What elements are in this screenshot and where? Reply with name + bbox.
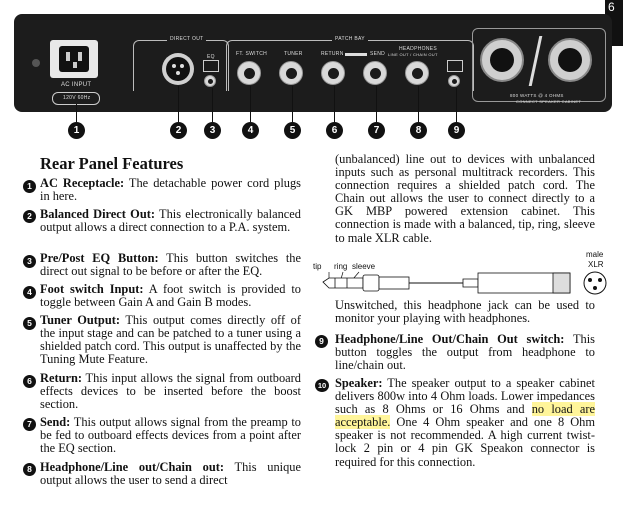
feature-item: Speaker: The speaker output to a speaker… — [335, 376, 596, 469]
screw-icon — [32, 59, 40, 67]
speakon-jack-icon — [548, 38, 592, 82]
tip-label: tip — [313, 262, 322, 271]
return-label: RETURN — [321, 51, 344, 57]
speaker-rating-label: 800 WATTS @ 4 OHMS — [510, 93, 564, 98]
patch-bay-label: PATCH BAY — [332, 36, 368, 42]
line-out-switch-icon — [447, 60, 463, 72]
ft-switch-label: FT. SWITCH — [236, 51, 268, 57]
ring-label: ring — [334, 262, 348, 271]
eq-button-icon — [203, 60, 219, 72]
feature-item: Headphone/Line out/Chain out: This uniqu… — [40, 460, 301, 488]
section-title: Rear Panel Features — [40, 154, 184, 173]
speaker-sub-label: CONNECT SPEAKER CABINET — [516, 99, 582, 104]
male-label: male — [586, 250, 604, 259]
bullet-1: 1 — [23, 180, 36, 193]
bullet-8: 8 — [23, 463, 36, 476]
eq-switch-icon — [204, 75, 216, 87]
line-out-button-icon — [448, 75, 460, 87]
bullet-3: 3 — [23, 255, 36, 268]
trs-to-xlr-cable-icon — [322, 271, 607, 295]
feature-item: Tuner Output: This output comes directly… — [40, 313, 301, 367]
unswitched-text: Unswitched, this headphone jack can be u… — [335, 298, 595, 326]
feature-item: Foot switch Input: A foot switch is prov… — [40, 282, 301, 310]
tuner-jack-icon — [279, 61, 303, 85]
bullet-10: 10 — [315, 379, 329, 392]
ac-input-label: AC INPUT — [61, 82, 92, 88]
feature-item: Headphone/Line Out/Chain Out switch: Thi… — [335, 332, 595, 373]
return-jack-icon — [321, 61, 345, 85]
bullet-7: 7 — [23, 418, 36, 431]
send-label: SEND — [370, 51, 386, 57]
xlr-jack-icon — [162, 53, 194, 85]
marker-5: 5 — [284, 122, 301, 139]
bullet-4: 4 — [23, 286, 36, 299]
feature-item: Pre/Post EQ Button: This button switches… — [40, 251, 302, 279]
marker-3: 3 — [204, 122, 221, 139]
rear-panel-illustration: AC INPUT 120V 60Hz DIRECT OUT EQ PATCH B… — [14, 14, 612, 112]
speakon-jack-icon — [480, 38, 524, 82]
sleeve-label: sleeve — [352, 262, 376, 271]
marker-4: 4 — [242, 122, 259, 139]
marker-1: 1 — [68, 122, 85, 139]
tuner-label: TUNER — [284, 51, 303, 57]
marker-9: 9 — [448, 122, 465, 139]
send-jack-icon — [363, 61, 387, 85]
ac-receptacle-icon — [50, 40, 98, 78]
bullet-5: 5 — [23, 317, 36, 330]
feature-item: AC Receptacle: The detachable power cord… — [40, 176, 301, 204]
headphones-sub-label: LINE OUT / CHAIN OUT — [388, 52, 438, 57]
direct-out-label: DIRECT OUT — [167, 36, 207, 42]
feature-item: Return: This input allows the signal fro… — [40, 371, 301, 412]
marker-7: 7 — [368, 122, 385, 139]
headphone-jack-icon — [405, 61, 429, 85]
marker-6: 6 — [326, 122, 343, 139]
bullet-2: 2 — [23, 210, 36, 223]
feature-item: Send: This output allows signal from the… — [40, 415, 301, 456]
headphone-continued-text: (unbalanced) line out to devices with un… — [335, 152, 595, 245]
bullet-9: 9 — [315, 335, 328, 348]
marker-8: 8 — [410, 122, 427, 139]
arrow-icon — [345, 53, 367, 56]
marker-2: 2 — [170, 122, 187, 139]
bullet-6: 6 — [23, 375, 36, 388]
footswitch-jack-icon — [237, 61, 261, 85]
speaker-bracket — [472, 28, 606, 102]
xlr-label: XLR — [588, 260, 604, 269]
eq-label: EQ — [207, 54, 215, 60]
headphones-label: HEADPHONES — [399, 46, 438, 52]
feature-item: Balanced Direct Out: This electronically… — [40, 207, 301, 235]
